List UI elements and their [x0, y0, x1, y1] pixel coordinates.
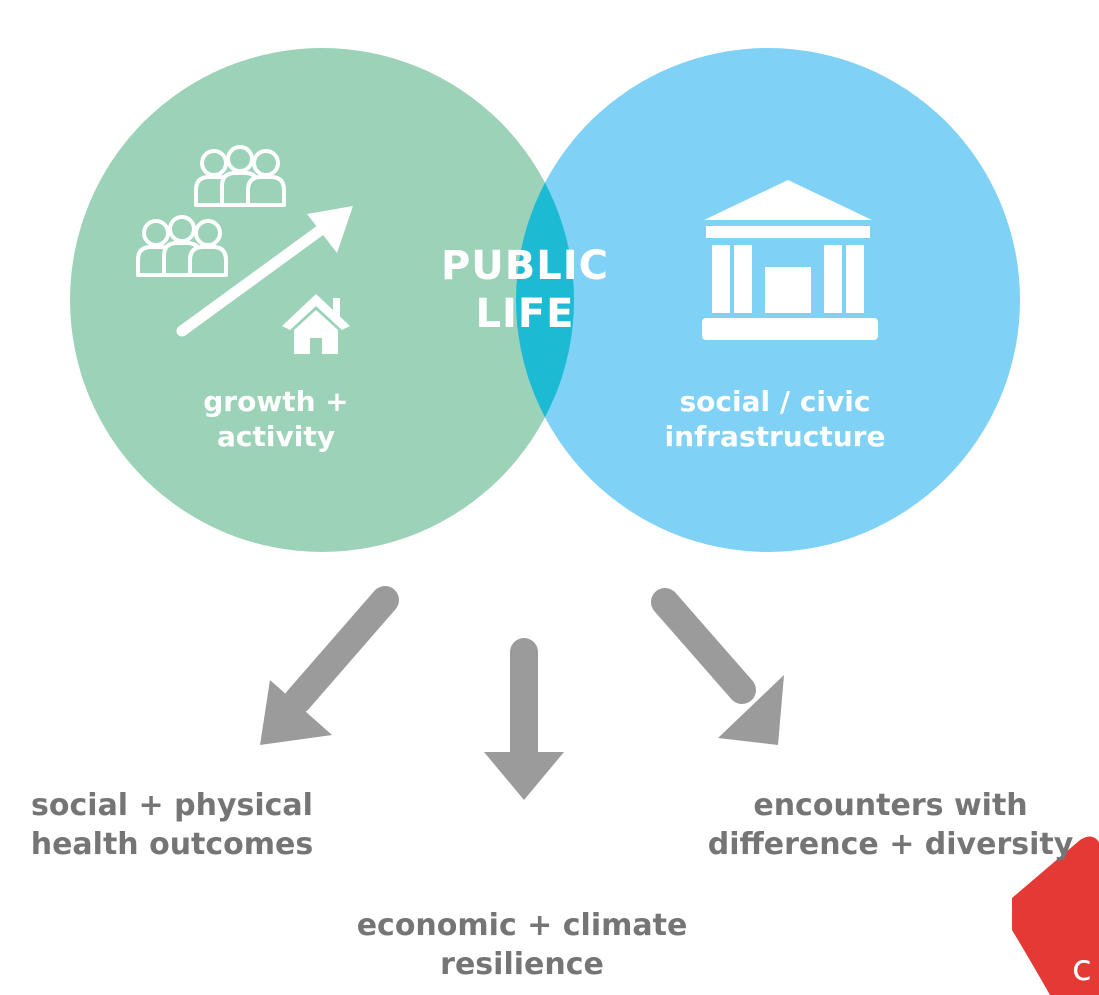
outcome-resilience-line-1: economic + climate [356, 908, 688, 943]
arrow-to-health-outcomes [260, 586, 399, 745]
trend-arrow-icon [176, 206, 353, 337]
outcome-diversity-line-2: difference + diversity [707, 827, 1074, 862]
people-group-icon [194, 145, 286, 207]
corner-badge-letter: c [1072, 948, 1092, 989]
arrow-to-resilience [484, 638, 564, 800]
civic-building-icon [702, 180, 878, 340]
outcome-diversity-line-1: encounters with [753, 788, 1028, 823]
people-group-icon [136, 215, 228, 277]
outcome-health: social + physical health outcomes [0, 786, 344, 864]
house-icon [282, 294, 350, 354]
outcome-resilience: economic + climate resilience [322, 906, 722, 984]
center-label-line-1: PUBLIC [440, 243, 609, 289]
corner-badge [1012, 836, 1099, 995]
growth-activity-label: growth + activity [156, 384, 396, 454]
growth-label-line-1: growth + [203, 385, 349, 418]
civic-label-line-1: social / civic [679, 385, 871, 418]
growth-label-line-2: activity [217, 420, 335, 453]
arrow-to-diversity [651, 588, 784, 745]
outcome-resilience-line-2: resilience [440, 947, 604, 982]
outcome-health-line-2: health outcomes [30, 827, 314, 862]
center-label: PUBLIC LIFE [410, 242, 640, 338]
outcome-health-line-1: social + physical [31, 788, 313, 823]
outcome-diversity: encounters with difference + diversity [682, 786, 1099, 864]
civic-label-line-2: infrastructure [664, 420, 886, 453]
social-civic-label: social / civic infrastructure [630, 384, 920, 454]
center-label-line-2: LIFE [475, 291, 575, 337]
